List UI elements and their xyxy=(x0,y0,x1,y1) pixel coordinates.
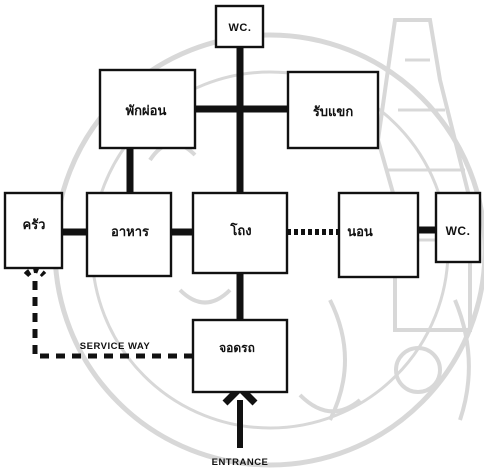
room-label-parking: จอดรถ xyxy=(219,341,255,355)
room-label-reception: รับแขก xyxy=(313,105,354,120)
room-label-bedroom: นอน xyxy=(347,225,373,240)
room-box-kitchen xyxy=(3,191,64,270)
entrance-label: ENTRANCE xyxy=(212,457,269,468)
room-label-kitchen: ครัว xyxy=(23,218,46,233)
entrance-arrow-icon xyxy=(222,383,258,448)
service-way-label: SERVICE WAY xyxy=(80,341,151,352)
room-box-hall xyxy=(191,191,289,275)
room-label-wc-right: WC. xyxy=(446,224,471,238)
room-box-rest-area xyxy=(98,68,197,150)
room-box-wc-top xyxy=(214,4,265,49)
room-label-hall: โถง xyxy=(229,222,251,239)
room-box-dining xyxy=(85,191,173,278)
room-box-wc-right xyxy=(434,191,482,264)
room-label-wc-top: WC. xyxy=(229,22,252,34)
service-way-path xyxy=(32,274,193,359)
dashed-connectors xyxy=(32,229,339,359)
room-box-parking xyxy=(191,318,289,394)
connector-lines xyxy=(62,47,436,320)
service-arrow-icon xyxy=(23,267,47,278)
room-label-dining: อาหาร xyxy=(111,225,149,240)
room-label-rest-area: พักผ่อน xyxy=(126,104,167,119)
room-box-reception xyxy=(286,70,380,150)
room-boxes xyxy=(3,4,482,394)
room-box-bedroom xyxy=(337,191,420,279)
